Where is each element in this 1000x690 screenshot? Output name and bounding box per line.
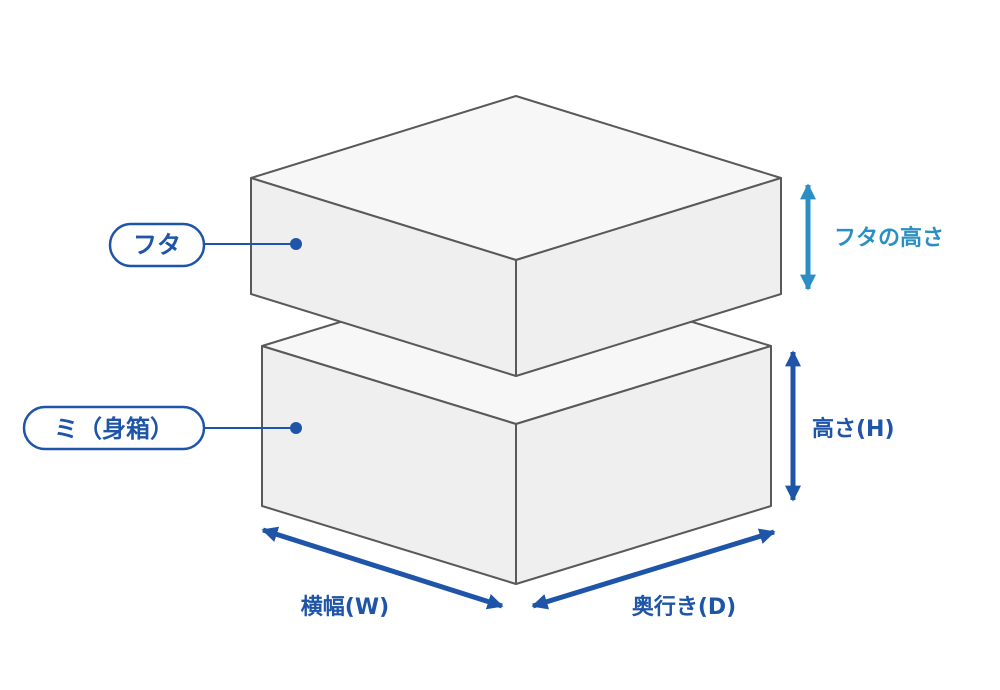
- depth-dimension: 奥行き(D): [531, 528, 776, 620]
- box-lid: [250, 95, 782, 377]
- depth-label: 奥行き(D): [632, 594, 736, 620]
- width-label: 横幅(W): [301, 595, 389, 620]
- height-dimension: 高さ(H): [784, 350, 895, 502]
- lid-height-label: フタの高さ: [834, 225, 944, 251]
- body-callout: ミ（身箱）: [22, 405, 302, 451]
- lid-height-dimension: フタの高さ: [799, 183, 944, 291]
- body-label: ミ（身箱）: [54, 415, 174, 443]
- depth-arrow: [531, 528, 776, 610]
- body-leader-dot: [290, 422, 302, 434]
- body-label-pill: [22, 405, 206, 451]
- lid-callout: フタ: [108, 222, 302, 268]
- lid-label-pill: [108, 222, 206, 268]
- box-body-right-face: [515, 345, 772, 585]
- box-lid-right-face: [515, 177, 782, 377]
- width-dimension: 横幅(W): [261, 526, 504, 620]
- lid-leader-dot: [290, 238, 302, 250]
- height-label: 高さ(H): [812, 416, 895, 442]
- width-arrow: [261, 526, 504, 610]
- lid-label: フタ: [133, 231, 181, 259]
